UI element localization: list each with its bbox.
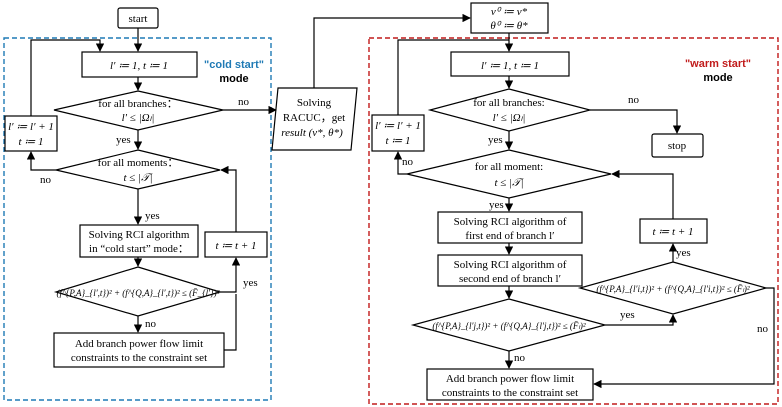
warm-solve2-2: second end of branch l′ [459,273,561,285]
edge-check-incr-t [220,257,241,293]
label-no-warm-checkright: no [757,323,769,335]
edge-checkright-add [593,287,775,389]
warm-solve1-node [437,211,583,244]
cold-branch-decision [53,90,224,131]
cold-frame-title-1: "cold start" [204,59,264,71]
warm-solve1-2: first end of branch l′ [465,230,554,242]
cold-add-1: Add branch power flow limit [75,338,203,350]
racuc-node [271,87,358,151]
cold-incr-l-node [4,115,58,152]
label-no-racuc: no [238,96,250,108]
cold-add-2: constraints to the constraint set [71,352,207,364]
label-yes-warm-moment: yes [489,199,504,211]
warm-check-left-label: (f^{P,A}_{l′j,t})² + (f^{Q,A}_{l′j,t})² … [432,321,586,331]
label-no-cold-check: no [145,318,157,330]
cold-incr-t-node [204,231,268,258]
cold-check-label: (f^{P,A}_{l′,t})² + (f^{Q,A}_{l′,t})² ≤ … [57,288,220,298]
label-yes-warm-branch: yes [488,134,503,146]
init-vtheta-node [470,2,549,34]
warm-branch-q2: l′ ≤ |Ωₗ| [493,112,526,124]
init-vtheta-2: θ⁰ ≔ θ* [490,20,528,32]
edge-wincr-l-init [397,39,509,115]
warm-branch-q1: for all branches: [473,97,544,109]
warm-frame-title-2: mode [703,72,732,84]
warm-incr-t-label: t ≔ t + 1 [652,226,693,238]
racuc-2: RACUC，get [283,112,345,124]
edge-wmoment-incr-l [393,151,407,175]
cold-solve-2: in “cold start” mode： [89,243,189,255]
warm-incr-l-2: t ≔ 1 [385,135,410,147]
label-yes-cold-moment: yes [145,210,160,222]
cold-start-frame [3,37,272,401]
label-yes-cold-branch: yes [116,134,131,146]
cold-incr-l-2: t ≔ 1 [18,136,43,148]
cold-init-node [81,51,198,78]
init-vtheta-1: v⁰ ≔ v* [491,6,528,18]
racuc-1: Solving [297,97,332,109]
cold-moment-q1: for all moments： [98,157,179,169]
edge-incr-t-moment [220,165,237,232]
label-no-warm-branch: no [628,94,640,106]
warm-init-label: l′ ≔ 1, t ≔ 1 [481,60,539,72]
warm-frame-title-1: "warm start" [685,58,751,70]
cold-branch-q2: l′ ≤ |Ωₗ| [122,112,155,124]
cold-incr-l-1: l′ ≔ l′ + 1 [8,121,54,133]
edge-moment-incr-l [26,151,56,171]
edge-incr-t-wmoment [611,169,674,219]
warm-add-1: Add branch power flow limit [446,373,574,385]
edge-checkleft-checkright [605,314,678,326]
warm-solve2-1: Solving RCI algorithm of [454,259,567,271]
edge-add-incr-t [224,294,237,351]
warm-solve1-1: Solving RCI algorithm of [454,216,567,228]
stop-label: stop [668,140,687,152]
label-yes-cold-check: yes [243,277,258,289]
warm-moment-decision [406,149,612,199]
warm-init-node [450,51,570,77]
edge-racuc-init [313,13,471,88]
warm-branch-decision [427,88,593,132]
cold-frame-title-2: mode [219,73,248,85]
warm-moment-q2: t ≤ |𝒯| [494,177,524,189]
label-no-warm-moment: no [402,156,414,168]
cold-add-node [53,332,225,368]
racuc-3: result (v*, θ*) [281,127,343,139]
warm-check-right-decision [577,261,769,315]
warm-add-node [426,368,594,401]
warm-check-right-label: (f^{P,A}_{l′i,t})² + (f^{Q,A}_{l′i,t})² … [596,284,750,294]
cold-solve-node [79,224,199,258]
cold-incr-t-label: t ≔ t + 1 [215,240,256,252]
cold-branch-q1: for all branches： [98,98,177,110]
stop-node [651,133,704,158]
cold-solve-1: Solving RCI algorithm [89,229,190,241]
warm-incr-l-node [371,114,425,152]
label-yes-warm-checkright: yes [676,247,691,259]
start-label: start [129,13,148,25]
warm-solve2-node [437,254,583,287]
label-no-cold-moment: no [40,174,52,186]
edge-wbranch-stop [590,109,682,134]
cold-moment-q2: t ≤ |𝒯| [123,172,153,184]
label-no-warm-checkleft: no [514,352,526,364]
warm-add-2: constraints to the constraint set [442,387,578,399]
edge-incr-l-init [30,39,105,116]
warm-moment-q1: for all moment: [475,161,543,173]
label-yes-warm-checkleft: yes [620,309,635,321]
warm-start-frame [368,37,779,405]
cold-init-label: l′ ≔ 1, t ≔ 1 [110,60,168,72]
warm-incr-l-1: l′ ≔ l′ + 1 [375,120,421,132]
